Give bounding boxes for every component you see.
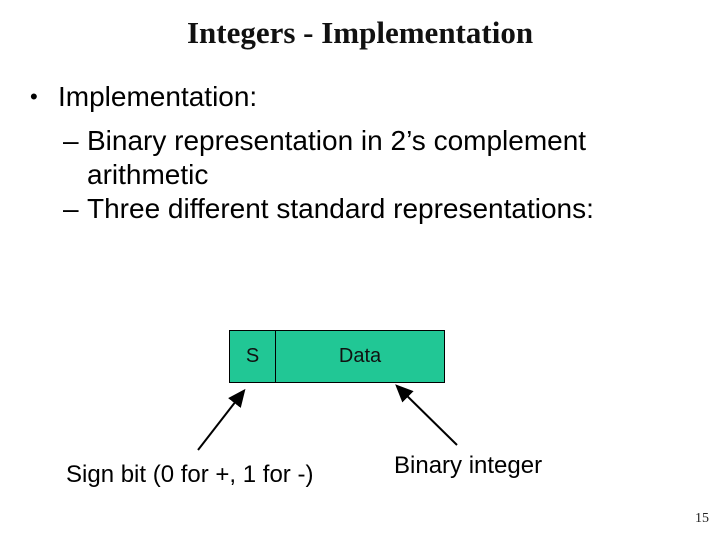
bullet-dot-marker: • [30,84,38,109]
sign-bit-arrow [197,388,246,451]
binary-integer-label: Binary integer [394,452,543,479]
annotation-arrows [197,384,458,451]
sign-bit-label: Sign bit (0 for +, 1 for -) [66,461,314,488]
binary-integer-arrow [395,384,458,446]
page-title: Integers - Implementation [186,15,534,50]
page-number: 15 [695,511,709,526]
dash-marker: – [63,193,79,224]
dash-marker: – [63,125,79,156]
sub-bullet-three-representations: – Three different standard representatio… [63,192,612,226]
sub-bullet-list: – Binary representation in 2’s complemen… [63,124,603,226]
sub-bullet-binary-representation-text: Binary representation in 2’s complement … [87,125,587,190]
data-cell: Data [338,345,382,367]
sign-bit-cell: S [230,331,276,382]
sub-bullet-three-representations-text: Three different standard representations… [87,193,594,224]
bullet-implementation-text: Implementation: [58,81,258,112]
sub-bullet-binary-representation: – Binary representation in 2’s complemen… [63,124,612,192]
bullet-implementation: • Implementation: [30,80,670,114]
register-diagram-box: S Data [229,330,445,383]
